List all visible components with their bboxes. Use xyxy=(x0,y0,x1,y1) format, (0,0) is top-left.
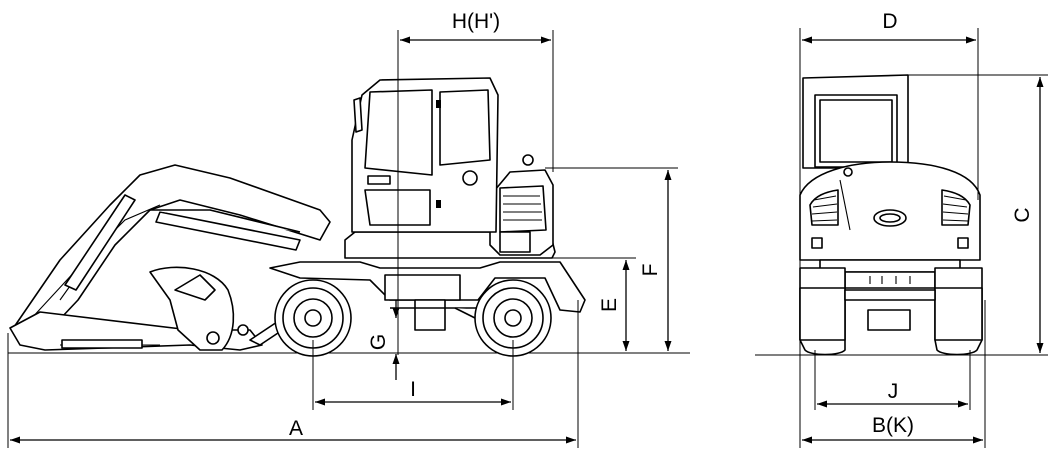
label-bk: B(K) xyxy=(872,414,914,437)
label-a: A xyxy=(289,417,303,440)
label-g: G xyxy=(367,334,390,350)
rear-wheel xyxy=(474,279,552,357)
label-d: D xyxy=(882,10,897,33)
label-c: C xyxy=(1011,207,1034,222)
side-view-excavator xyxy=(7,30,690,448)
operator-cab xyxy=(351,77,534,233)
front-left-tire xyxy=(799,267,846,356)
boom-cylinder xyxy=(150,209,301,251)
front-right-tire xyxy=(934,267,983,356)
label-i: I xyxy=(410,378,416,401)
label-f: F xyxy=(639,264,662,277)
bucket xyxy=(149,266,249,351)
label-j: J xyxy=(888,380,899,403)
label-hh: H(H') xyxy=(452,10,500,33)
front-wheel xyxy=(274,279,352,357)
undercarriage xyxy=(249,261,586,346)
label-e: E xyxy=(598,298,621,312)
boom xyxy=(11,164,331,336)
front-view-excavator xyxy=(755,28,1048,448)
